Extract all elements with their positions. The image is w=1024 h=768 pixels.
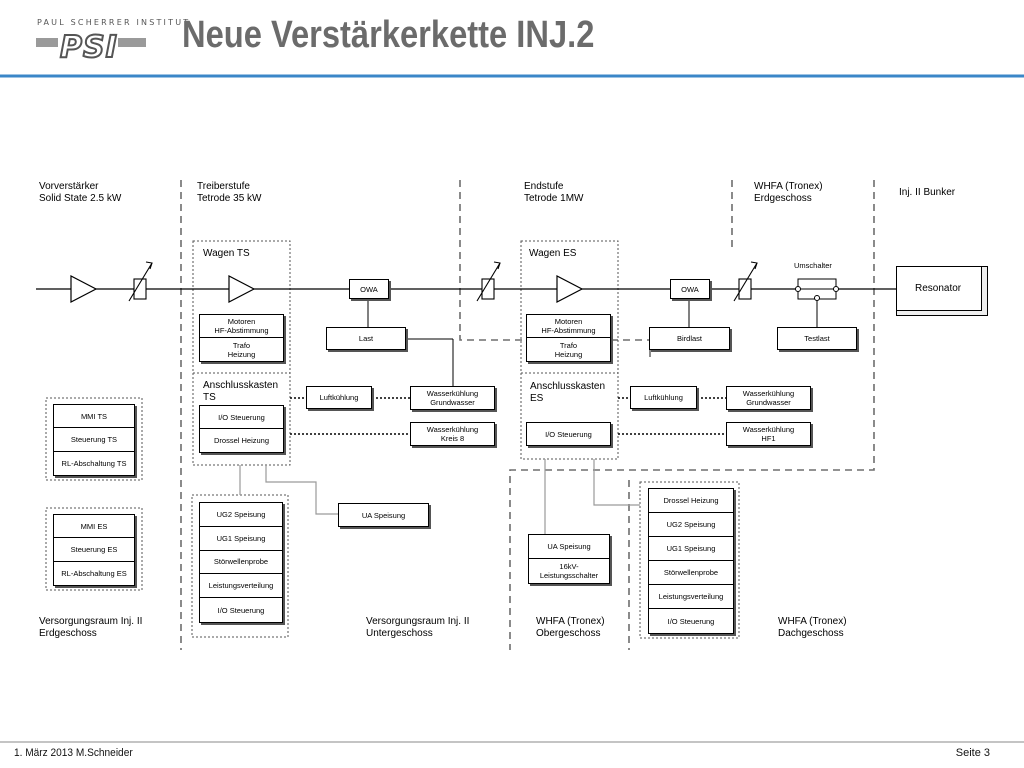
room-whfa-obergeschoss: WHFA (Tronex)Obergeschoss	[536, 616, 605, 639]
rl-abschaltung-es: RL-Abschaltung ES	[61, 568, 127, 578]
io-steuerung-es: I/O Steuerung	[545, 429, 592, 439]
wagen-es-title: Wagen ES	[529, 248, 577, 259]
mmi-es-stack: MMI ES Steuerung ES RL-Abschaltung ES	[53, 514, 135, 586]
last-box: Last	[326, 327, 406, 350]
resonator-box: Resonator	[896, 266, 982, 311]
steuerung-ts: Steuerung TS	[54, 428, 134, 452]
stage-bunker: Inj. II Bunker	[899, 187, 956, 198]
footer-page-number: Seite 3	[955, 747, 990, 759]
attenuator-icons	[128, 261, 758, 302]
signal-connections	[367, 299, 818, 386]
page-title: Neue Verstärkerkette INJ.2	[182, 14, 595, 56]
logo-org-text: PAUL SCHERRER INSTITUT	[37, 18, 191, 27]
testlast-box: Testlast	[777, 327, 857, 350]
untergeschoss-stack: UG2 Speisung UG1 Speisung Störwellenprob…	[199, 502, 283, 623]
ug1-speisung-2: UG1 Speisung	[649, 537, 733, 561]
ug2-speisung-1: UG2 Speisung	[200, 503, 282, 527]
wagen-borders	[45, 240, 740, 639]
cooling-links	[290, 397, 726, 435]
amplifier-icons	[70, 275, 584, 303]
io-steuerung-ug: I/O Steuerung	[217, 605, 265, 615]
leistungsverteilung-1: Leistungsverteilung	[200, 574, 282, 599]
dachgeschoss-stack: Drossel Heizung UG2 Speisung UG1 Speisun…	[648, 488, 734, 634]
io-steuerung-dach: I/O Steuerung	[667, 616, 715, 626]
mmi-ts-stack: MMI TS Steuerung TS RL-Abschaltung TS	[53, 404, 135, 476]
luftkuehlung-1: Luftkühlung	[306, 386, 372, 409]
svg-text:PSI: PSI	[60, 30, 118, 65]
umschalter-icon	[795, 278, 839, 301]
drossel-heizung-dach: Drossel Heizung	[649, 489, 733, 513]
ua-speisung-1: UA Speisung	[338, 503, 429, 527]
ug2-speisung-2: UG2 Speisung	[649, 513, 733, 537]
steuerung-es: Steuerung ES	[54, 538, 134, 562]
stoerwellenprobe-1: Störwellenprobe	[200, 551, 282, 575]
owa-1: OWA	[349, 279, 389, 299]
owa-2: OWA	[670, 279, 710, 299]
room-partitions	[180, 180, 875, 650]
luftkuehlung-2: Luftkühlung	[630, 386, 697, 409]
wagen-ts-title: Wagen TS	[203, 248, 250, 259]
rl-abschaltung-ts: RL-Abschaltung TS	[61, 458, 127, 468]
anschlusskasten-es-components: I/O Steuerung	[526, 422, 611, 446]
ua-speisung-2: UA Speisung	[529, 535, 609, 559]
leistungsverteilung-2: Leistungsverteilung	[649, 585, 733, 609]
io-steuerung-ts: I/O Steuerung	[200, 406, 283, 430]
stage-whfa-erdgeschoss: WHFA (Tronex)Erdgeschoss	[754, 181, 823, 204]
psi-logo-icon: PSI	[36, 29, 146, 66]
drossel-heizung-ts: Drossel Heizung	[213, 436, 270, 445]
ug1-speisung-1: UG1 Speisung	[200, 527, 282, 551]
umschalter-label: Umschalter	[794, 261, 832, 270]
supply-connections	[239, 459, 640, 534]
mmi-es: MMI ES	[54, 515, 134, 539]
room-whfa-dachgeschoss: WHFA (Tronex)Dachgeschoss	[778, 616, 847, 639]
anschlusskasten-ts-components: I/O Steuerung Drossel Heizung	[199, 405, 284, 453]
mmi-ts: MMI TS	[54, 405, 134, 429]
birdlast-box: Birdlast	[649, 327, 730, 350]
resonator-label: Resonator	[915, 283, 962, 294]
leistungsschalter-16kv: 16kV- Leistungsschalter	[539, 562, 599, 580]
obergeschoss-stack: UA Speisung 16kV- Leistungsschalter	[528, 534, 610, 584]
stoerwellenprobe-2: Störwellenprobe	[649, 561, 733, 585]
footer-date-author: 1. März 2013 M.Schneider	[14, 747, 133, 759]
